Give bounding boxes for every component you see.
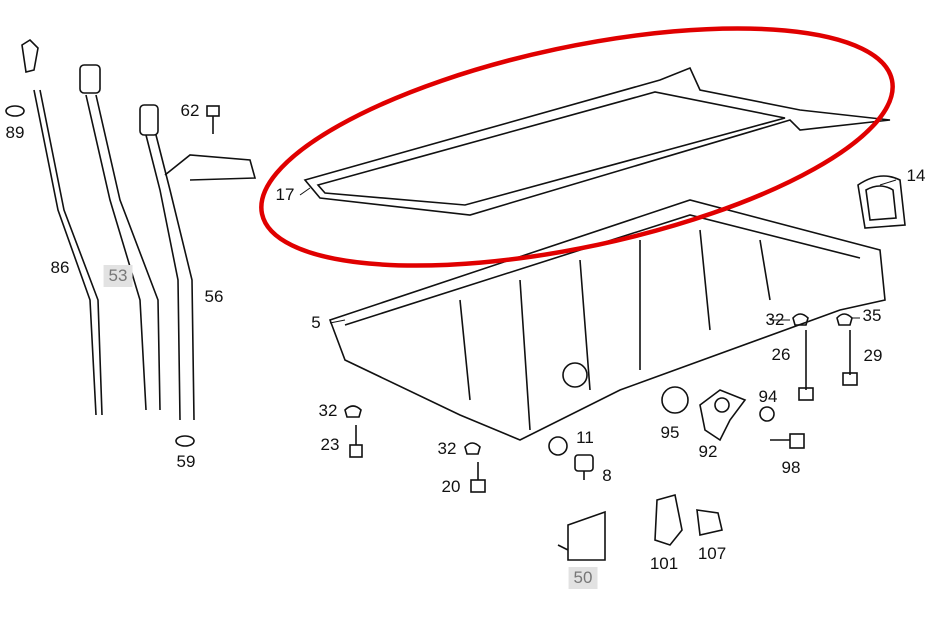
bolt-98[interactable] [770,433,805,449]
part-label-92[interactable]: 92 [698,442,718,461]
clip-35[interactable] [836,313,853,326]
part-label-26[interactable]: 26 [771,345,791,364]
bolt-26[interactable] [798,330,814,401]
part-label-86[interactable]: 86 [50,258,70,277]
clip-107[interactable] [696,509,723,536]
part-label-94[interactable]: 94 [758,387,778,406]
part-label-23[interactable]: 23 [320,435,340,454]
guide-tube-56[interactable] [139,104,257,421]
highlight-ellipse [259,26,895,268]
bracket-50[interactable] [557,510,606,561]
drain-plug-8[interactable] [574,454,594,480]
bolt-29[interactable] [842,330,858,386]
part-label-98[interactable]: 98 [781,458,801,477]
part-label-95[interactable]: 95 [660,423,680,442]
part-label-56[interactable]: 56 [204,287,224,306]
part-label-32[interactable]: 32 [318,401,338,420]
part-label-89[interactable]: 89 [5,123,25,142]
part-label-35[interactable]: 35 [862,306,882,325]
bracket-101[interactable] [654,493,683,546]
dipstick-86[interactable] [21,38,103,416]
part-label-32[interactable]: 32 [765,310,785,329]
bolt-62[interactable] [206,105,220,134]
gasket-17[interactable] [303,66,891,216]
washer-89[interactable] [5,105,25,117]
part-label-107[interactable]: 107 [697,544,727,563]
part-label-14[interactable]: 14 [906,166,926,185]
clip-32b[interactable] [344,405,362,418]
part-label-11[interactable]: 11 [576,428,594,447]
washer-94[interactable] [759,406,775,422]
seal-14[interactable] [857,175,906,229]
sensor-92[interactable] [699,389,747,442]
washer-59[interactable] [175,435,195,447]
part-label-17[interactable]: 17 [275,185,295,204]
part-label-32[interactable]: 32 [437,439,457,458]
part-label-20[interactable]: 20 [441,477,461,496]
bolt-23[interactable] [349,425,363,458]
part-label-29[interactable]: 29 [863,346,883,365]
part-label-62[interactable]: 62 [180,101,200,120]
part-label-59[interactable]: 59 [176,452,196,471]
guide-tube-53[interactable] [79,64,161,411]
part-label-53[interactable]: 53 [103,265,133,287]
bolt-20[interactable] [470,462,486,493]
part-label-101[interactable]: 101 [649,554,679,573]
part-label-8[interactable]: 8 [602,466,612,485]
part-label-50[interactable]: 50 [568,567,598,589]
clip-32[interactable] [792,313,809,326]
part-label-5[interactable]: 5 [311,313,321,332]
o-ring-95[interactable] [661,386,689,414]
oil-pan-5[interactable] [328,199,886,441]
clip-32c[interactable] [464,442,481,455]
washer-11[interactable] [548,436,568,456]
